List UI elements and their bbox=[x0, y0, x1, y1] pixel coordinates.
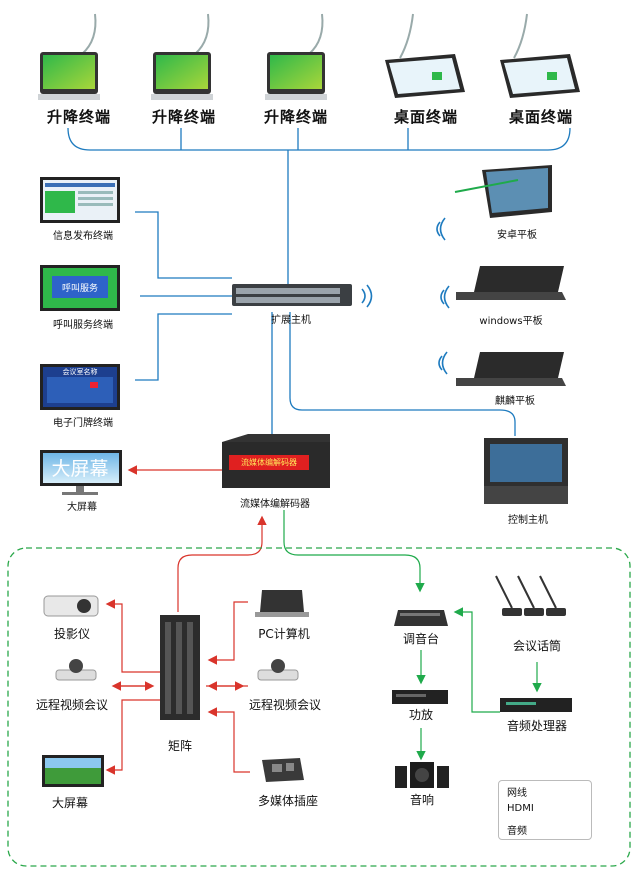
info-terminal-device bbox=[40, 177, 120, 223]
amp-device bbox=[392, 690, 448, 704]
kylin-tablet-device bbox=[456, 352, 566, 386]
control-host-device bbox=[484, 438, 568, 504]
processor-label: 音频处理器 bbox=[506, 719, 568, 733]
encoder-label: 流媒体编解码器 bbox=[240, 499, 310, 510]
multimedia-socket-device bbox=[262, 758, 304, 782]
matrix-to-encoder-arrow bbox=[177, 515, 267, 612]
amp-label: 功放 bbox=[408, 708, 434, 722]
matrix-device bbox=[160, 615, 200, 720]
kylin-wifi-icon bbox=[438, 351, 448, 375]
projector-label: 投影仪 bbox=[53, 627, 91, 641]
mic-label: 会议话筒 bbox=[512, 639, 562, 653]
hdmi-lines bbox=[105, 599, 250, 775]
processor-to-mixer-arrow bbox=[453, 607, 500, 713]
windows-tablet-label: windows平板 bbox=[479, 316, 543, 327]
terminal-label-1: 升降终端 bbox=[46, 108, 112, 126]
video-conf-right-label: 远程视频会议 bbox=[248, 698, 322, 712]
bigscreen-bottom-device bbox=[42, 755, 104, 787]
terminal-label-4: 桌面终端 bbox=[393, 108, 459, 126]
av-zone-border bbox=[7, 547, 631, 867]
desk-terminal-1 bbox=[385, 13, 465, 98]
lift-terminal-2 bbox=[151, 13, 213, 100]
terminal-label-5: 桌面终端 bbox=[508, 108, 574, 126]
video-conf-left-label: 远程视频会议 bbox=[35, 698, 109, 712]
kylin-tablet-label: 麒麟平板 bbox=[495, 396, 535, 407]
android-tablet-label: 安卓平板 bbox=[497, 230, 537, 241]
video-conf-right-device bbox=[257, 659, 299, 681]
terminal-label-3: 升降终端 bbox=[263, 108, 329, 126]
call-screen-text: 呼叫服务 bbox=[61, 284, 99, 294]
encoder-to-mixer-arrow bbox=[283, 510, 425, 593]
pc-label: PC计算机 bbox=[258, 627, 310, 641]
pc-device bbox=[255, 590, 309, 617]
video-conf-left-device bbox=[55, 659, 97, 681]
mixer-device bbox=[394, 610, 448, 626]
multimedia-socket-label: 多媒体插座 bbox=[257, 794, 319, 808]
android-wifi-icon bbox=[436, 217, 446, 241]
call-terminal-device bbox=[40, 265, 120, 311]
lift-terminal-1 bbox=[38, 13, 100, 100]
top-bigscreen-device bbox=[40, 450, 122, 495]
bigscreen-bottom-label: 大屏幕 bbox=[51, 796, 89, 810]
legend-audio-text: 音频 bbox=[507, 826, 527, 837]
call-terminal-label: 呼叫服务终端 bbox=[53, 320, 113, 331]
door-terminal-device bbox=[40, 364, 120, 410]
legend: 网线 HDMI 音频 bbox=[498, 780, 592, 840]
android-tablet-device bbox=[454, 165, 552, 218]
bigscreen-screen-text: 大屏幕 bbox=[51, 458, 109, 480]
door-screen-title: 会议室名称 bbox=[62, 368, 98, 376]
windows-wifi-icon bbox=[440, 285, 450, 309]
control-host-label: 控制主机 bbox=[508, 515, 548, 526]
legend-network-text: 网线 bbox=[507, 788, 527, 799]
windows-tablet-device bbox=[456, 266, 566, 300]
encoder-device bbox=[222, 434, 330, 488]
info-terminal-label: 信息发布终端 bbox=[53, 231, 113, 242]
mic-device bbox=[495, 575, 566, 616]
speaker-label: 音响 bbox=[409, 793, 435, 807]
switch-device bbox=[232, 284, 352, 306]
bigscreen-top-label: 大屏幕 bbox=[67, 502, 97, 513]
legend-hdmi-text: HDMI bbox=[507, 803, 534, 814]
projector-device bbox=[43, 595, 99, 617]
processor-device bbox=[500, 698, 572, 712]
lift-terminal-3 bbox=[265, 13, 327, 100]
mixer-label: 调音台 bbox=[402, 632, 440, 646]
switch-label: 扩展主机 bbox=[271, 315, 311, 326]
speaker-device bbox=[395, 762, 449, 788]
encoder-panel-text: 流媒体编解码器 bbox=[241, 458, 297, 467]
switch-wifi-icon bbox=[361, 284, 373, 308]
desk-terminal-2 bbox=[500, 13, 580, 98]
matrix-label: 矩阵 bbox=[167, 739, 193, 753]
terminal-label-2: 升降终端 bbox=[151, 108, 217, 126]
network-lines bbox=[67, 127, 571, 436]
door-terminal-label: 电子门牌终端 bbox=[53, 418, 113, 429]
